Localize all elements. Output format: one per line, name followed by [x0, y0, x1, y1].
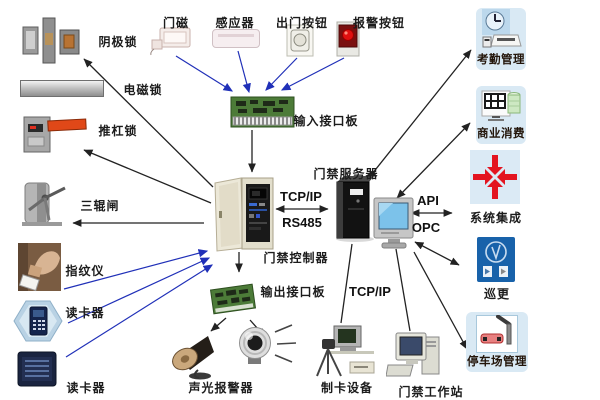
magnetic-lock-label: 电磁锁	[123, 83, 163, 97]
tcpip2-label: TCP/IP	[349, 284, 391, 299]
arrow-monitor-commerce	[396, 122, 471, 199]
arrow-exit-button-to-input	[265, 57, 298, 91]
module-parking-label: 停车场管理	[467, 354, 527, 368]
attendance-icon	[482, 9, 522, 48]
push-bar-lock-label: 推杠锁	[98, 124, 138, 138]
card-reader-1-device	[13, 300, 63, 342]
cathode-lock-label: 阴极锁	[98, 35, 138, 49]
line-monitor-to-workstation	[395, 248, 411, 332]
arrow-door-magnet-to-input	[175, 55, 234, 92]
sound-light-alarm-device	[172, 324, 297, 380]
exit-button-label: 出门按钮	[275, 16, 329, 30]
module-integration-label: 系统集成	[469, 211, 523, 225]
input-board-device	[230, 96, 295, 128]
tcpip-label: TCP/IP	[280, 189, 322, 204]
card-reader-2-device	[17, 351, 57, 387]
workstation-device	[386, 332, 440, 377]
arrow-controller-to-cathode-lock	[83, 58, 214, 188]
arrow-reader1-to-controller	[67, 257, 211, 324]
module-parking: 停车场管理	[466, 312, 528, 372]
blue-arrows	[63, 50, 345, 358]
output-board-label: 输出接口板	[260, 285, 326, 299]
arrow-fingerprint-to-controller	[63, 249, 209, 290]
fingerprint-label: 指纹仪	[65, 264, 105, 278]
alarm-button-label: 报警按钮	[352, 16, 406, 30]
arrow-sensor-to-input	[237, 50, 251, 94]
card-maker-label: 制卡设备	[320, 381, 374, 395]
card-reader-1-label: 读卡器	[65, 306, 105, 320]
input-board-label: 输入接口板	[293, 114, 359, 128]
sensor-device	[212, 29, 260, 48]
module-patrol-label: 巡更	[483, 287, 511, 301]
module-attendance: 考勤管理	[476, 8, 526, 70]
push-bar-lock-device	[23, 116, 87, 153]
sensor-slot	[218, 34, 254, 37]
server-label: 门禁服务器	[313, 167, 379, 181]
sound-light-alarm-label: 声光报警器	[188, 381, 254, 395]
workstation-label: 门禁工作站	[398, 385, 464, 399]
sensor-label: 感应器	[215, 16, 255, 30]
door-magnet-label: 门磁	[162, 16, 190, 30]
controller-device	[214, 177, 274, 252]
line-server-to-card-maker	[340, 243, 353, 324]
door-magnet-device	[150, 27, 191, 56]
module-attendance-label: 考勤管理	[477, 52, 525, 66]
exit-button-device	[286, 24, 314, 57]
rs485-label: RS485	[282, 215, 322, 230]
arrow-monitor-patrol	[414, 241, 460, 266]
module-commerce: 商业消费	[476, 86, 526, 144]
commerce-icon	[481, 90, 521, 121]
parking-icon	[476, 315, 518, 353]
tripod-turnstile-device	[22, 182, 66, 226]
arrow-output-to-horn	[210, 317, 227, 332]
controller-label: 门禁控制器	[263, 251, 329, 265]
card-reader-2-label: 读卡器	[66, 381, 106, 395]
alarm-button-device	[336, 21, 360, 57]
patrol-icon	[477, 237, 515, 282]
opc-label: OPC	[411, 220, 441, 235]
card-maker-device	[316, 325, 375, 377]
server-monitor-device	[373, 197, 414, 249]
magnetic-lock-device	[20, 80, 104, 97]
fingerprint-reader-device	[18, 243, 61, 292]
api-label: API	[417, 193, 439, 208]
arrow-monitor-to-parking	[413, 251, 468, 350]
output-board-device	[209, 283, 257, 315]
arrow-controller-to-push-bar-lock	[83, 149, 212, 204]
system-integration-icon	[470, 150, 520, 204]
module-commerce-label: 商业消费	[477, 126, 525, 140]
arrow-server-attendance	[367, 49, 472, 180]
server-tower-device	[336, 176, 374, 242]
cathode-lock-device	[22, 17, 80, 64]
turnstile-label: 三辊闸	[80, 199, 120, 213]
arrow-alarm-button-to-input	[280, 57, 345, 91]
arrow-reader2-to-controller	[65, 264, 214, 358]
black-arrows	[72, 49, 472, 350]
